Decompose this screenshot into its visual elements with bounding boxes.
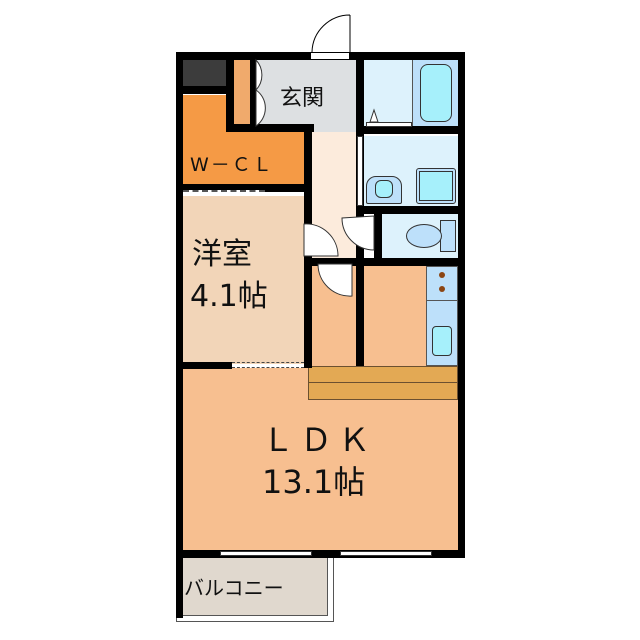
western-room-opening xyxy=(232,362,304,368)
wall-wcl-inner-h xyxy=(226,124,314,132)
wall-toilet-left xyxy=(374,206,382,266)
label-balcony: バルコニー xyxy=(184,576,284,600)
washing-machine-inner xyxy=(419,171,453,201)
label-western-room-area: 4.1帖 xyxy=(190,279,268,314)
wall-right xyxy=(458,52,465,558)
wall-bath-bottom xyxy=(356,126,464,134)
sink-basin xyxy=(375,180,393,198)
label-western-room: 洋室 xyxy=(192,237,252,272)
wall-storage-right xyxy=(356,258,364,366)
wall-toilet-bottom xyxy=(304,258,464,266)
wall-wash-bottom xyxy=(356,206,464,214)
storage-door-icon[interactable] xyxy=(316,262,356,298)
entry-door-opening xyxy=(310,52,350,60)
toilet-door-icon[interactable] xyxy=(340,214,376,254)
shoe-closet xyxy=(234,60,250,126)
wall-darkblock xyxy=(176,86,232,94)
wall-balcony-left xyxy=(176,556,183,618)
bathtub-icon xyxy=(420,64,452,122)
wall-bottom xyxy=(176,550,465,558)
ldk-window-right[interactable] xyxy=(340,551,432,556)
kitchen-counter xyxy=(308,366,458,400)
wall-shoe-left xyxy=(250,60,256,126)
wcl-sliding-door[interactable] xyxy=(183,190,265,194)
label-entrance: 玄関 xyxy=(280,86,325,111)
toilet-tank xyxy=(440,220,456,252)
wall-left xyxy=(176,52,183,558)
room-kitchen-area xyxy=(364,266,426,366)
room-western xyxy=(182,196,304,364)
washroom-sliding-door[interactable] xyxy=(357,136,363,206)
wall-top-left xyxy=(176,52,310,60)
western-room-door-icon[interactable] xyxy=(303,222,344,258)
wall-top-right xyxy=(350,52,464,60)
ldk-window-left[interactable] xyxy=(220,551,312,556)
shoe-closet-doors-icon[interactable] xyxy=(255,58,280,127)
wall-western-bottom xyxy=(176,362,232,369)
kitchen-sink-icon xyxy=(432,326,452,356)
balcony xyxy=(176,556,328,616)
stove-burner-icon xyxy=(439,272,445,278)
entry-door-swing-icon[interactable] xyxy=(310,14,352,54)
room-entrance xyxy=(256,60,356,132)
counter-divider xyxy=(308,382,458,383)
label-ldk-area: 13.1帖 xyxy=(262,463,366,501)
wall-wcl-bottom xyxy=(176,184,310,192)
toilet-bowl xyxy=(406,224,442,248)
bathroom-door[interactable] xyxy=(366,122,412,127)
label-ldk: ＬＤＫ xyxy=(262,421,377,459)
bath-faucet-icon xyxy=(369,108,379,123)
wall-wcl-inner-v xyxy=(226,52,234,132)
dark-storage-block xyxy=(182,60,226,86)
label-walk-in-closet: W－ＣＬ xyxy=(190,154,274,176)
stove-divider xyxy=(426,300,458,301)
stove-burner-icon xyxy=(439,286,445,292)
